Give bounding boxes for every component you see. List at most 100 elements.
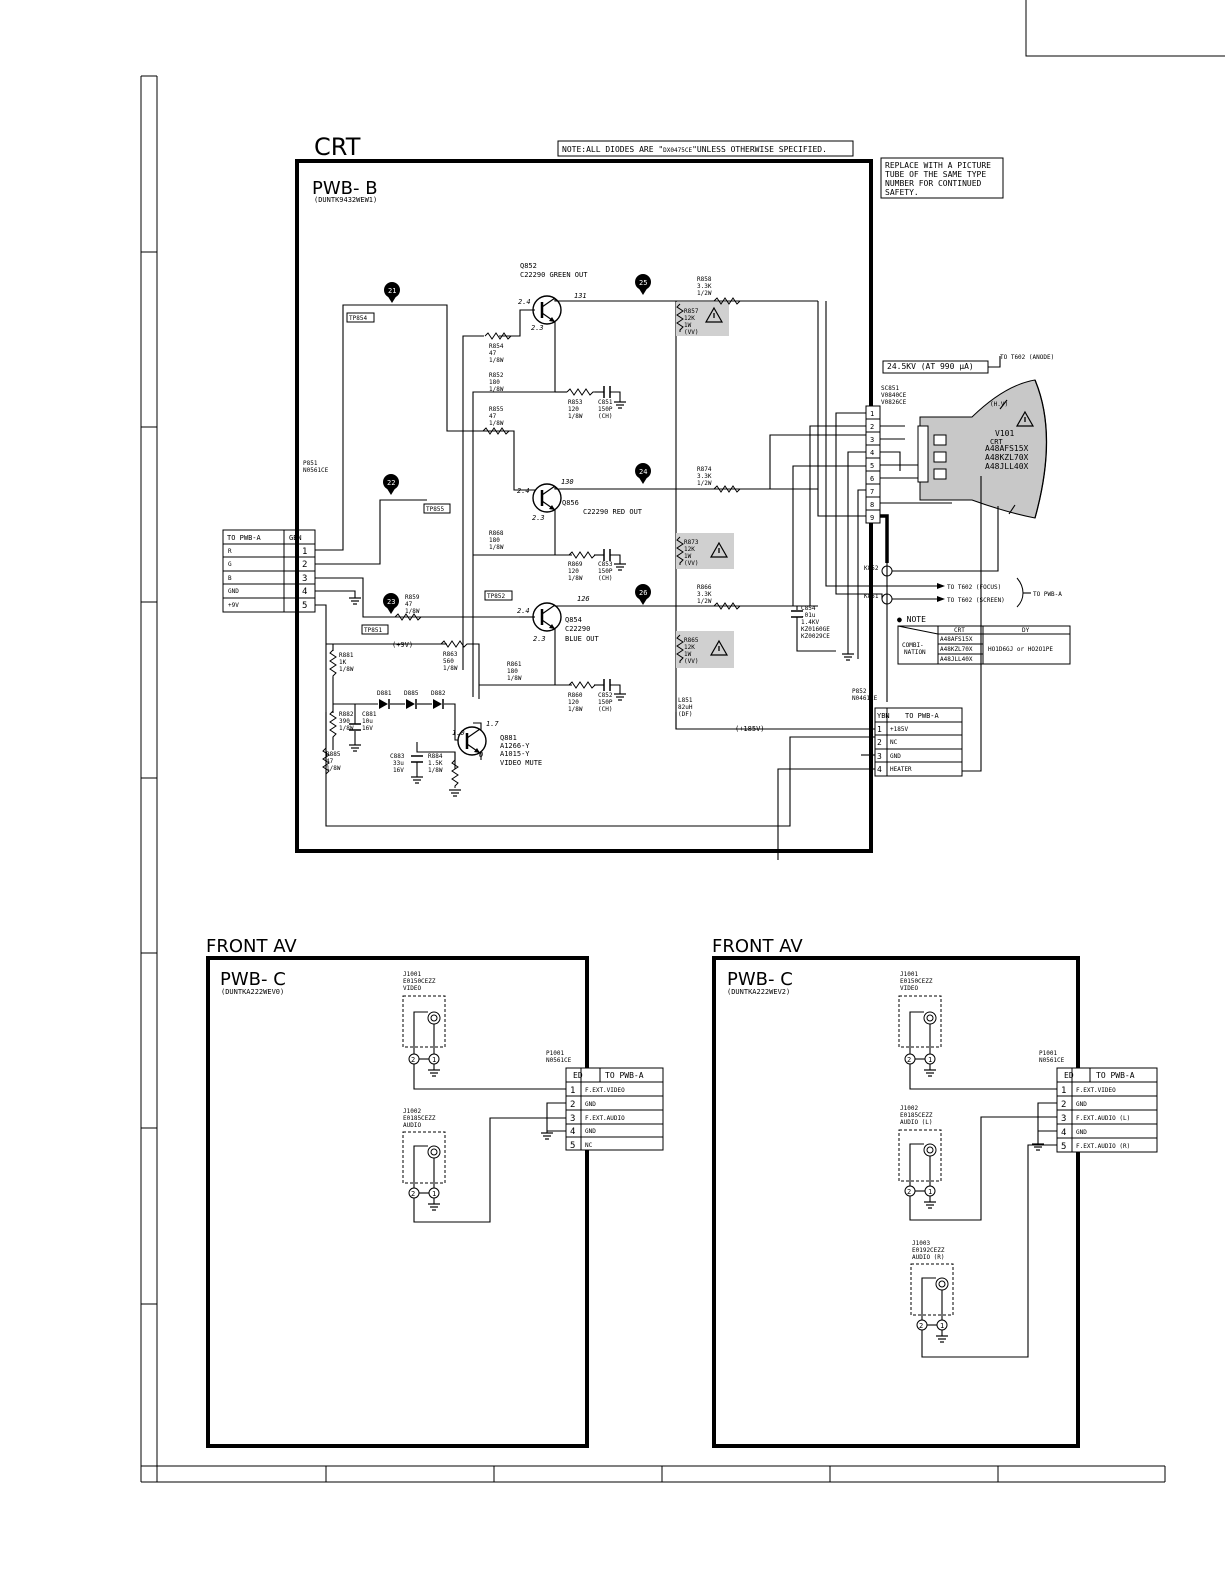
r855-power: 1/8W [489,420,504,427]
c883-voltage: 16V [393,767,404,774]
replace-note-3: NUMBER FOR CONTINUED [885,179,982,188]
svg-text:F.EXT.VIDEO: F.EXT.VIDEO [1076,1087,1116,1094]
svg-text:3: 3 [870,436,874,444]
r852-value: 180 [489,379,500,386]
svg-text:5: 5 [1061,1142,1066,1152]
right-j1001-type: VIDEO [900,985,918,992]
to-anode-label: TO T602 (ANODE) [1000,354,1054,361]
svg-text:7: 7 [870,488,874,496]
marker-23: 23 [383,593,399,614]
pwb-c-right-code: (DUNTKA222WEV2) [727,988,790,996]
r860-label: R860 [568,692,583,699]
plus185v-label: (+185V) [735,725,765,733]
r863-value: 560 [443,658,454,665]
svg-text:9: 9 [870,514,874,522]
r866-value: 3.3K [697,591,712,598]
q856-label-2: C22290 RED OUT [583,508,643,516]
marker-22: 22 [383,474,399,495]
q854-collector-voltage: 126 [577,595,590,603]
q852-transistor [531,294,563,326]
svg-text:+185V: +185V [890,726,908,733]
page-frame [140,0,1225,1483]
q852-label-1: Q852 [520,262,537,270]
svg-text:COMBI-: COMBI- [902,642,924,649]
v101-model-3: A48JLL40X [985,462,1029,471]
c854-voltage: 1.4KV [801,619,819,626]
svg-text:F.EXT.VIDEO: F.EXT.VIDEO [585,1087,625,1094]
q856-label-1: Q856 [562,499,579,507]
svg-text:TO PWB-A: TO PWB-A [905,712,940,720]
r857-value: 12K [684,315,695,322]
r853-label: R853 [568,399,583,406]
left-p1001-label: P1001 [546,1050,564,1057]
crt-section-title: CRT [314,133,361,161]
r853-value: 120 [568,406,579,413]
r859-label: R859 [405,594,420,601]
right-j1002-type: AUDIO (L) [900,1119,933,1126]
q854-label-3: BLUE OUT [565,635,600,643]
p851-label-2: N0561CE [303,467,329,474]
r873-label: R873 [684,539,699,546]
l851-value: 82uH [678,704,693,711]
k852-label: K852 [864,565,879,572]
left-p1001-part: N0561CE [546,1057,572,1064]
svg-text:CRT: CRT [954,627,965,634]
c881-voltage: 16V [362,725,373,732]
svg-text:1: 1 [870,410,874,418]
svg-text:GND: GND [1076,1101,1087,1108]
r873-highlight [676,533,734,569]
plus9v-label: (+9V) [392,641,413,649]
svg-text:+9V: +9V [228,602,239,609]
left-j1002-part: E0185CEZZ [403,1115,436,1122]
q881-label-4: VIDEO MUTE [500,759,542,767]
sc851-part-2: V0826CE [881,399,907,406]
c854-value: .01u [801,612,816,619]
r874-value: 3.3K [697,473,712,480]
left-j1002-type: AUDIO [403,1122,421,1129]
r881-value: 1K [339,659,347,666]
input-wiring [315,304,875,827]
diode-note: NOTE:ALL DIODES ARE "DX0475CE"UNLESS OTH… [562,145,827,154]
svg-text:5: 5 [302,601,307,611]
svg-text:4: 4 [870,449,874,457]
d881-label: D881 [377,690,392,697]
tp852-label: TP852 [487,593,505,600]
r853-power: 1/8W [568,413,583,420]
pwb-c-left-outline [206,956,589,1448]
r884-power: 1/8W [428,767,443,774]
q881-collector-voltage: 0 [479,751,483,759]
pwb-b-title: PWB- B [312,178,378,199]
svg-text:DY: DY [1022,627,1030,634]
d885-label: D885 [404,690,419,697]
c881-label: C881 [362,711,377,718]
svg-text:3: 3 [302,574,307,584]
c853-value: 150P [598,568,613,575]
c851-value: 150P [598,406,613,413]
svg-text:2: 2 [907,1188,911,1196]
right-j1002-part: E0185CEZZ [900,1112,933,1119]
svg-text:4: 4 [302,587,307,597]
tp851-label: TP851 [364,627,382,634]
r885-value: 47 [326,758,334,765]
svg-text:GBN: GBN [289,534,302,542]
svg-text:GND: GND [585,1128,596,1135]
c852-type: (CH) [598,706,612,713]
svg-text:G: G [228,561,232,568]
r860-power: 1/8W [568,706,583,713]
svg-text:5: 5 [570,1141,575,1151]
r863-label: R863 [443,651,458,658]
r869-label: R869 [568,561,583,568]
r882-label: R882 [339,711,354,718]
svg-text:1: 1 [877,725,882,734]
r865-type: (VV) [684,658,698,665]
svg-text:1: 1 [570,1086,575,1096]
r857-power: 1W [684,322,692,329]
svg-text:6: 6 [870,475,874,483]
v101-model-2: A48KZL70X [985,453,1029,462]
to-pwb-a-label: TO PWB-A [1033,591,1062,598]
r859-value: 47 [405,601,413,608]
marker-24: 24 [635,463,651,484]
